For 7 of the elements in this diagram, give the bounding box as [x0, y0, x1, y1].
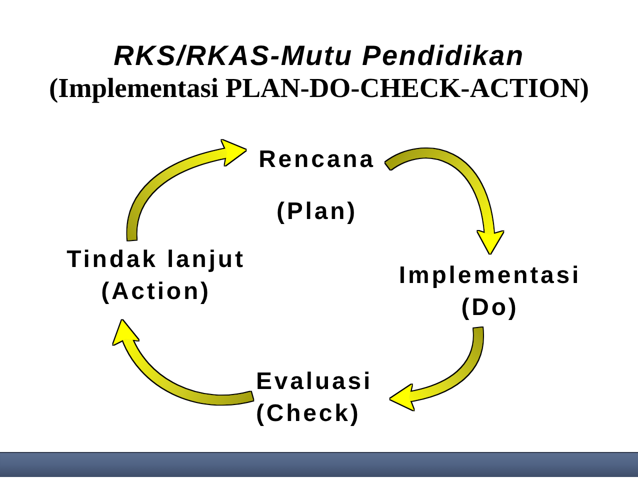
title: RKS/RKAS-Mutu Pendidikan	[112, 40, 526, 72]
step-label: Evaluasi (Check)	[256, 366, 386, 430]
subtitle: (Implementasi PLAN-DO-CHECK-ACTION)	[48, 72, 590, 104]
step-label: Tindak lanjut (Action)	[58, 244, 254, 308]
step-label: Implementasi (Do)	[392, 260, 588, 324]
curved-arrow	[115, 318, 253, 405]
step-label: Rencana (Plan)	[250, 134, 384, 238]
